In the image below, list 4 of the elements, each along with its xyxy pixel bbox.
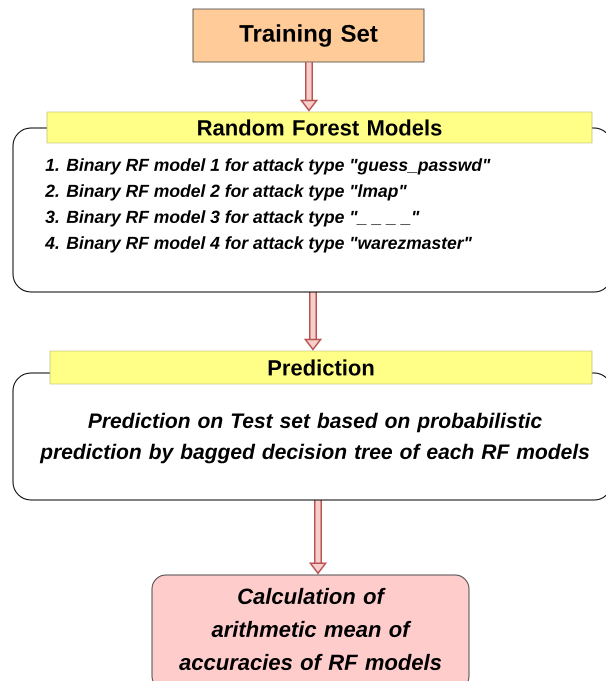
header-band: Random Forest Models — [46, 112, 592, 144]
result-box: Calculation of arithmetic mean of accuracies of RF models — [152, 574, 470, 681]
input-box: Training Set — [192, 8, 424, 62]
header-band: Prediction — [50, 350, 592, 384]
